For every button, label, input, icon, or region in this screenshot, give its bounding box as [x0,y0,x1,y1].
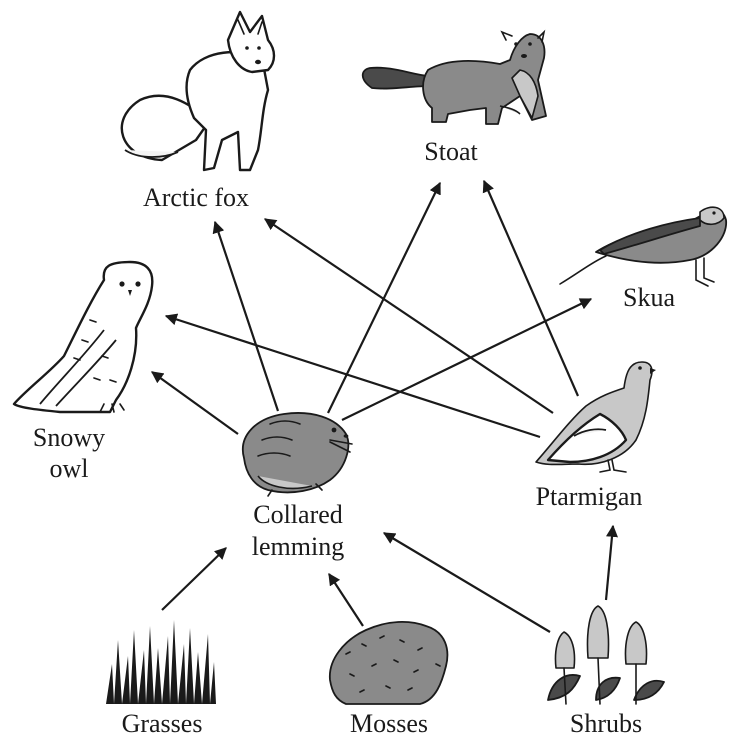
mosses-label: Mosses [350,709,428,738]
arrow-shrubs-to-lemming [384,533,550,632]
arctic-fox-illustration [122,12,274,170]
arrow-lemming-to-fox [215,222,278,411]
grasses-label: Grasses [122,709,203,738]
shrubs-illustration [548,606,664,704]
mosses-illustration [330,622,448,704]
stoat-label: Stoat [424,137,478,166]
ptarmigan-label: Ptarmigan [536,482,643,511]
arrow-shrubs-to-ptarmigan [606,526,613,600]
skua-illustration [560,207,726,286]
stoat-illustration [363,32,546,124]
arctic-fox-label: Arctic fox [143,183,249,212]
arrow-lemming-to-skua [342,299,591,420]
snowy-owl-illustration [14,262,152,412]
arrow-mosses-to-lemming [329,574,363,626]
arrow-lemming-to-owl [152,372,238,434]
snowy-owl-label-line2: owl [50,454,89,483]
skua-label: Skua [623,283,675,312]
shrubs-label: Shrubs [570,709,642,738]
lemming-label-line2: lemming [252,532,344,561]
arrow-grasses-to-lemming [162,548,226,610]
ptarmigan-illustration [536,362,656,472]
grasses-illustration [106,620,216,704]
collared-lemming-illustration [243,413,352,496]
arrow-ptarmigan-to-stoat [484,181,578,396]
arrow-ptarmigan-to-owl [166,316,540,437]
snowy-owl-label-line1: Snowy [33,423,105,452]
lemming-label-line1: Collared [253,500,343,529]
food-arrows [152,181,613,632]
